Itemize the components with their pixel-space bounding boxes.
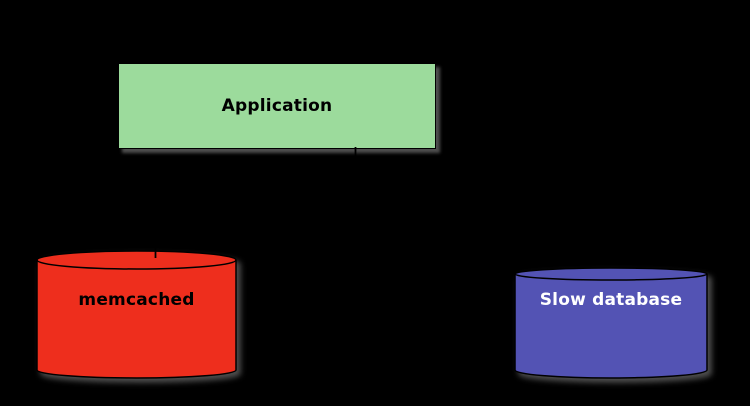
application-node: Application: [118, 63, 436, 149]
memcached-cylinder-top-arc: [36, 259, 237, 270]
memcached-cylinder-shape: [36, 250, 237, 379]
memcached-node: memcached: [36, 250, 237, 381]
slow-database-cylinder-shape: [514, 267, 708, 379]
slow-database-node: Slow database: [514, 267, 708, 382]
application-label: Application: [221, 96, 333, 116]
memcached-label: memcached: [78, 290, 195, 310]
slow-database-cylinder-top-arc: [514, 273, 708, 281]
slow-database-label: Slow database: [539, 290, 683, 310]
